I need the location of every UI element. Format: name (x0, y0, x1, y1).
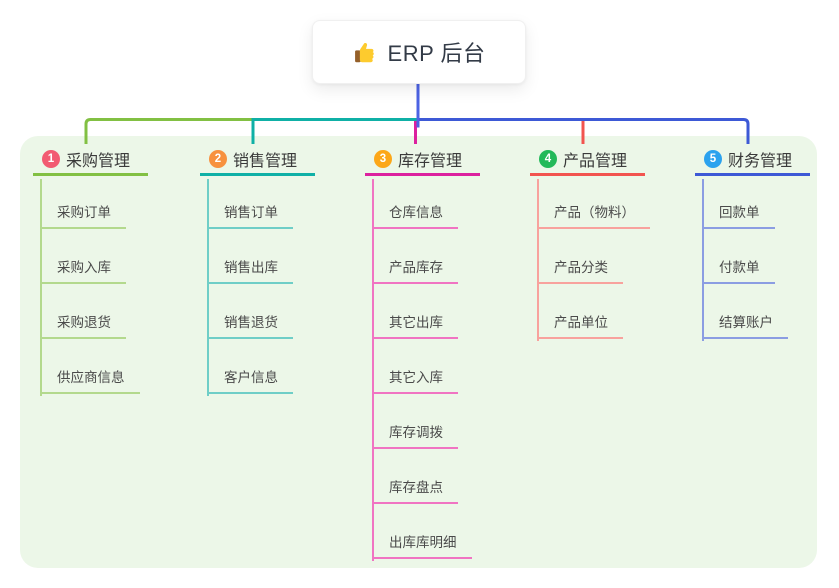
branch-title-label: 财务管理 (728, 153, 793, 170)
child-node[interactable]: 采购入库 (40, 253, 126, 284)
child-node[interactable]: 产品单位 (537, 308, 623, 339)
branch-spine-line (702, 179, 704, 341)
branch-title-label: 产品管理 (563, 153, 628, 170)
child-node[interactable]: 库存盘点 (372, 473, 458, 504)
child-node[interactable]: 产品分类 (537, 253, 623, 284)
branch-title-node[interactable]: 1 采购管理 (33, 145, 148, 176)
child-node[interactable]: 仓库信息 (372, 198, 458, 229)
child-node[interactable]: 回款单 (702, 198, 775, 229)
child-node[interactable]: 采购退货 (40, 308, 126, 339)
branch-number-badge: 3 (374, 150, 392, 168)
child-node[interactable]: 采购订单 (40, 198, 126, 229)
branch-title-label: 采购管理 (66, 153, 131, 170)
branch-number-badge: 4 (539, 150, 557, 168)
child-node[interactable]: 其它入库 (372, 363, 458, 394)
child-node[interactable]: 产品库存 (372, 253, 458, 284)
branch-number-badge: 1 (42, 150, 60, 168)
child-node[interactable]: 出库库明细 (372, 528, 472, 559)
root-node-label: ERP 后台 (387, 41, 486, 66)
child-node[interactable]: 产品（物料） (537, 198, 650, 229)
branch-title-node[interactable]: 5 财务管理 (695, 145, 810, 176)
child-node[interactable]: 付款单 (702, 253, 775, 284)
branch-spine-line (537, 179, 539, 341)
child-node[interactable]: 结算账户 (702, 308, 788, 339)
branch-title-node[interactable]: 2 销售管理 (200, 145, 315, 176)
child-node[interactable]: 销售出库 (207, 253, 293, 284)
child-node[interactable]: 库存调拨 (372, 418, 458, 449)
branch-title-label: 销售管理 (233, 153, 298, 170)
branch-spine-line (207, 179, 209, 396)
branch-title-label: 库存管理 (398, 153, 463, 170)
mindmap-canvas-panel (20, 136, 817, 568)
branch-spine-line (40, 179, 42, 396)
child-node[interactable]: 客户信息 (207, 363, 293, 394)
thumbs-up-icon (354, 42, 374, 62)
branch-title-node[interactable]: 4 产品管理 (530, 145, 645, 176)
branch-number-badge: 2 (209, 150, 227, 168)
child-node[interactable]: 供应商信息 (40, 363, 140, 394)
child-node[interactable]: 销售退货 (207, 308, 293, 339)
branch-title-node[interactable]: 3 库存管理 (365, 145, 480, 176)
child-node[interactable]: 销售订单 (207, 198, 293, 229)
branch-spine-line (372, 179, 374, 561)
branch-number-badge: 5 (704, 150, 722, 168)
child-node[interactable]: 其它出库 (372, 308, 458, 339)
